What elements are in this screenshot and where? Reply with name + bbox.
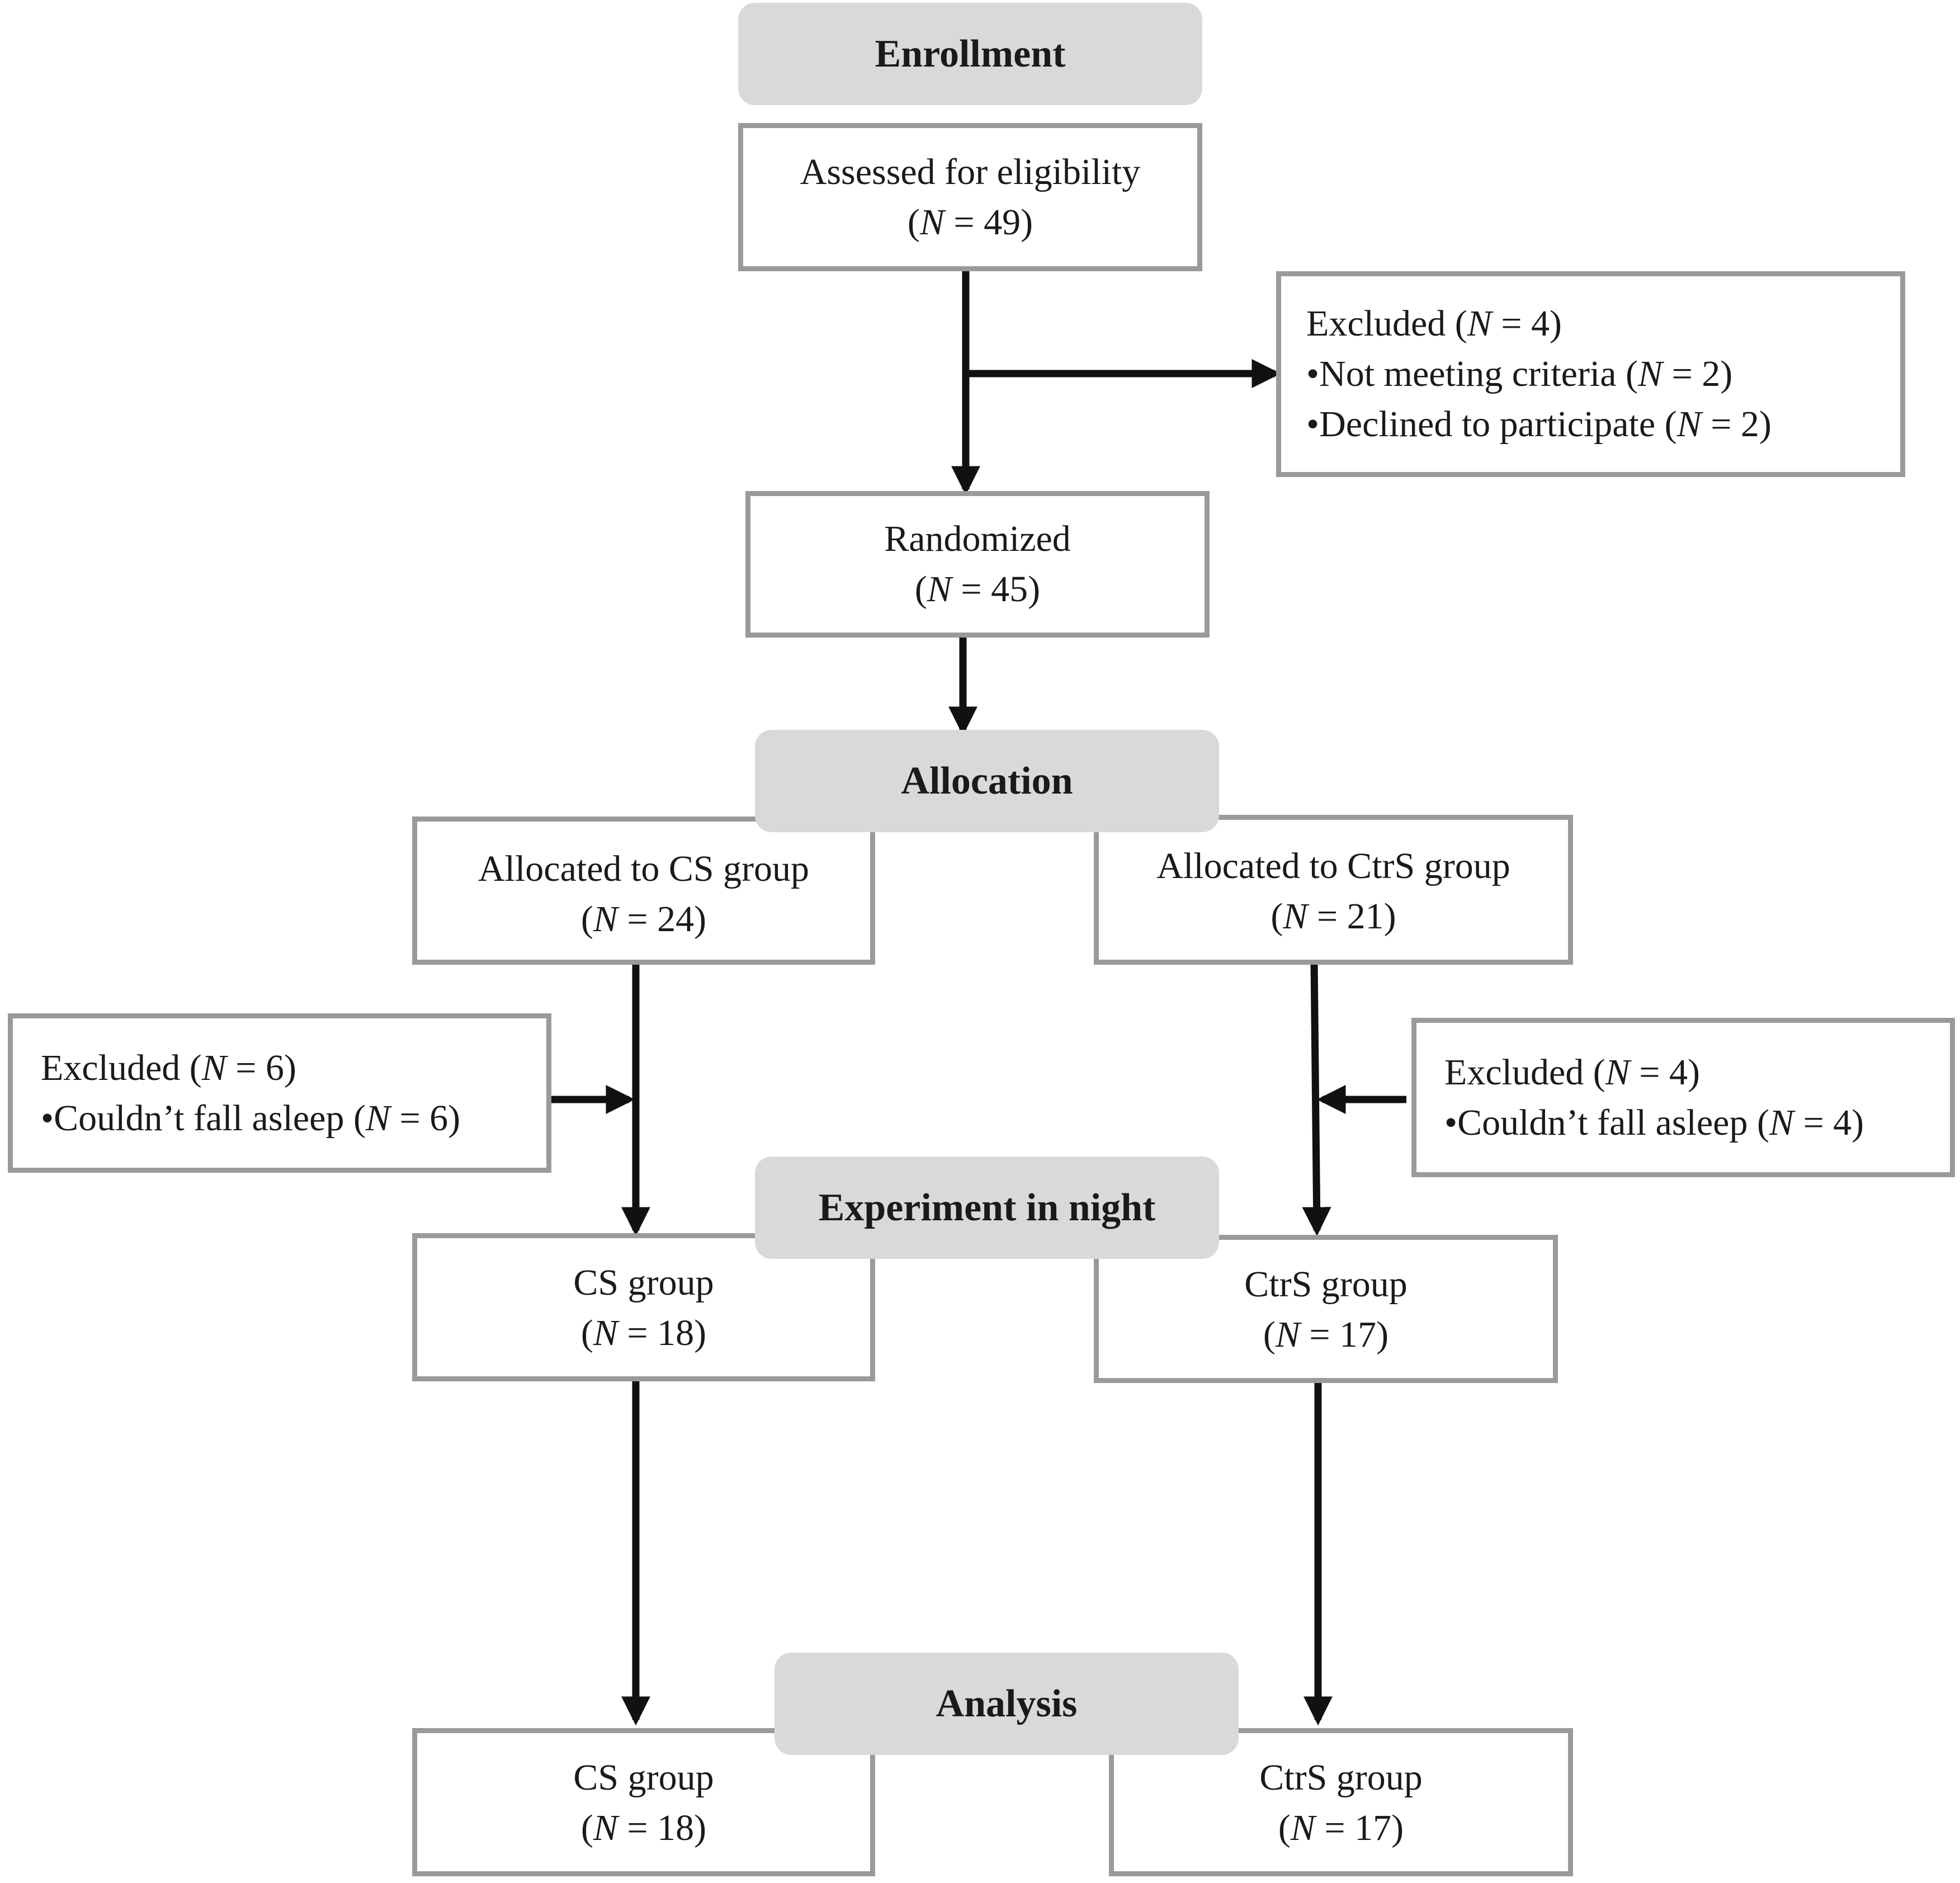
experiment-ctrs-box: CtrS group (N = 17) bbox=[1094, 1235, 1558, 1383]
allocated-cs-box: Allocated to CS group (N = 24) bbox=[412, 817, 875, 965]
excluded-cs-box: Excluded (N = 6) •Couldn’t fall asleep (… bbox=[8, 1013, 551, 1173]
excluded-cs-title: Excluded (N = 6) bbox=[41, 1047, 296, 1088]
experiment-ctrs-label: CtrS group bbox=[1244, 1264, 1408, 1305]
phase-allocation-label: Allocation bbox=[901, 759, 1073, 803]
phase-enrollment-label: Enrollment bbox=[875, 32, 1066, 75]
excluded-ctrs-item-asleep: •Couldn’t fall asleep (N = 4) bbox=[1444, 1102, 1864, 1143]
randomized-count: (N = 45) bbox=[914, 569, 1041, 610]
assessed-box: Assessed for eligibility (N = 49) bbox=[738, 123, 1202, 271]
randomized-label: Randomized bbox=[884, 518, 1071, 559]
experiment-ctrs-count: (N = 17) bbox=[1263, 1314, 1389, 1355]
allocated-ctrs-label: Allocated to CtrS group bbox=[1156, 846, 1510, 886]
arrow-alloc-ctrs-to-ctrs-group bbox=[1302, 961, 1331, 1237]
randomized-box: Randomized (N = 45) bbox=[745, 491, 1210, 638]
excluded-top-item-declined: •Declined to participate (N = 2) bbox=[1306, 404, 1772, 445]
analysis-cs-count: (N = 18) bbox=[580, 1808, 707, 1848]
excluded-cs-item-asleep: •Couldn’t fall asleep (N = 6) bbox=[41, 1097, 461, 1139]
assessed-label: Assessed for eligibility bbox=[800, 151, 1141, 192]
allocated-cs-label: Allocated to CS group bbox=[478, 848, 810, 889]
analysis-ctrs-label: CtrS group bbox=[1259, 1757, 1423, 1798]
excluded-top-title: Excluded (N = 4) bbox=[1306, 303, 1562, 344]
excluded-top-item-criteria: •Not meeting criteria (N = 2) bbox=[1306, 353, 1733, 394]
analysis-ctrs-count: (N = 17) bbox=[1278, 1808, 1404, 1848]
excluded-top-box: Excluded (N = 4) •Not meeting criteria (… bbox=[1276, 271, 1905, 477]
phase-analysis: Analysis bbox=[774, 1653, 1239, 1755]
allocated-ctrs-box: Allocated to CtrS group (N = 21) bbox=[1094, 815, 1573, 965]
phase-allocation: Allocation bbox=[755, 730, 1219, 832]
phase-enrollment: Enrollment bbox=[738, 3, 1202, 105]
analysis-cs-label: CS group bbox=[573, 1757, 714, 1798]
phase-experiment-label: Experiment in night bbox=[818, 1186, 1156, 1229]
assessed-count: (N = 49) bbox=[907, 201, 1033, 243]
experiment-cs-label: CS group bbox=[573, 1262, 714, 1303]
phase-experiment-in-night: Experiment in night bbox=[755, 1157, 1219, 1259]
experiment-cs-count: (N = 18) bbox=[580, 1313, 707, 1353]
phase-analysis-label: Analysis bbox=[936, 1682, 1078, 1725]
allocated-ctrs-count: (N = 21) bbox=[1271, 896, 1396, 937]
excluded-ctrs-box: Excluded (N = 4) •Couldn’t fall asleep (… bbox=[1411, 1018, 1955, 1177]
excluded-ctrs-title: Excluded (N = 4) bbox=[1444, 1051, 1700, 1093]
allocated-cs-count: (N = 24) bbox=[580, 899, 707, 940]
